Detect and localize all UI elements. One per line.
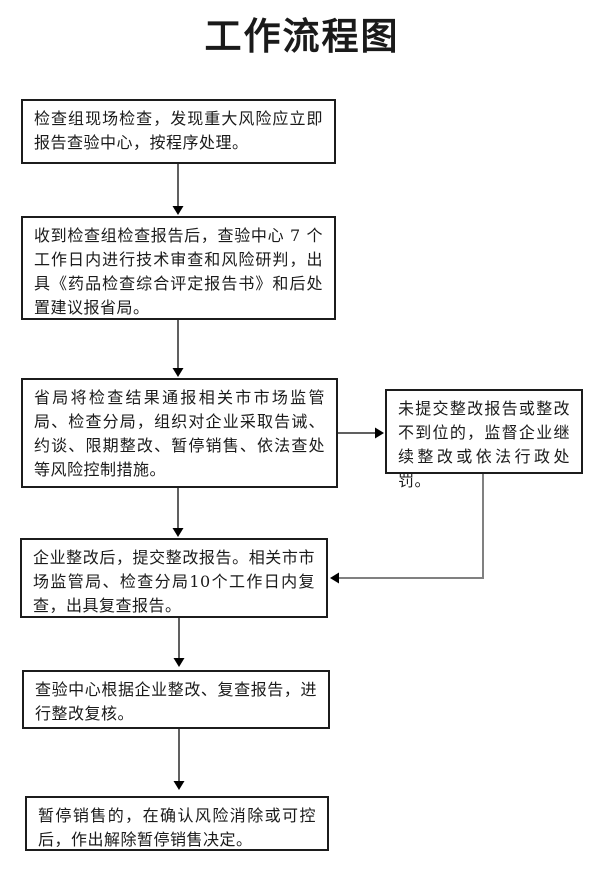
arrow-step1-step2-head bbox=[172, 206, 184, 215]
flow-box-step-4-text: 企业整改后，提交整改报告。相关市市场监管局、检查分局10个工作日内复查，出具复查… bbox=[33, 548, 315, 615]
arrow-step3-step4-head bbox=[172, 528, 184, 537]
flow-box-step-3: 省局将检查结果通报相关市市场监管局、检查分局，组织对企业采取告诫、约谈、限期整改… bbox=[21, 378, 338, 488]
flow-box-step-5-text: 查验中心根据企业整改、复查报告，进行整改复核。 bbox=[35, 680, 317, 723]
flow-box-branch: 未提交整改报告或整改不到位的，监督企业继续整改或依法行政处罚。 bbox=[385, 389, 583, 490]
arrow-branch-step4-head bbox=[330, 572, 339, 584]
flow-box-step-4: 企业整改后，提交整改报告。相关市市场监管局、检查分局10个工作日内复查，出具复查… bbox=[20, 538, 328, 618]
flow-box-step-1-text: 检查组现场检查，发现重大风险应立即报告查验中心，按程序处理。 bbox=[34, 109, 323, 152]
flow-box-step-6: 暂停销售的，在确认风险消除或可控后，作出解除暂停销售决定。 bbox=[25, 796, 329, 851]
flow-box-step-1: 检查组现场检查，发现重大风险应立即报告查验中心，按程序处理。 bbox=[21, 99, 336, 164]
flow-box-branch-text: 未提交整改报告或整改不到位的，监督企业继续整改或依法行政处罚。 bbox=[398, 399, 570, 490]
arrow-step4-step5-head bbox=[173, 658, 185, 667]
flow-box-step-2-text: 收到检查组检查报告后，查验中心 7 个工作日内进行技术审查和风险研判，出具《药品… bbox=[34, 226, 323, 317]
arrow-step5-step6-head bbox=[173, 781, 185, 790]
flow-box-step-3-text: 省局将检查结果通报相关市市场监管局、检查分局，组织对企业采取告诫、约谈、限期整改… bbox=[34, 388, 325, 479]
flow-box-step-5: 查验中心根据企业整改、复查报告，进行整改复核。 bbox=[22, 670, 330, 729]
flow-box-step-6-text: 暂停销售的，在确认风险消除或可控后，作出解除暂停销售决定。 bbox=[38, 806, 316, 849]
arrow-step2-step3-head bbox=[172, 368, 184, 377]
arrow-step3-branch-head bbox=[375, 427, 384, 439]
flow-box-step-2: 收到检查组检查报告后，查验中心 7 个工作日内进行技术审查和风险研判，出具《药品… bbox=[21, 216, 336, 320]
page-title: 工作流程图 bbox=[204, 14, 400, 58]
